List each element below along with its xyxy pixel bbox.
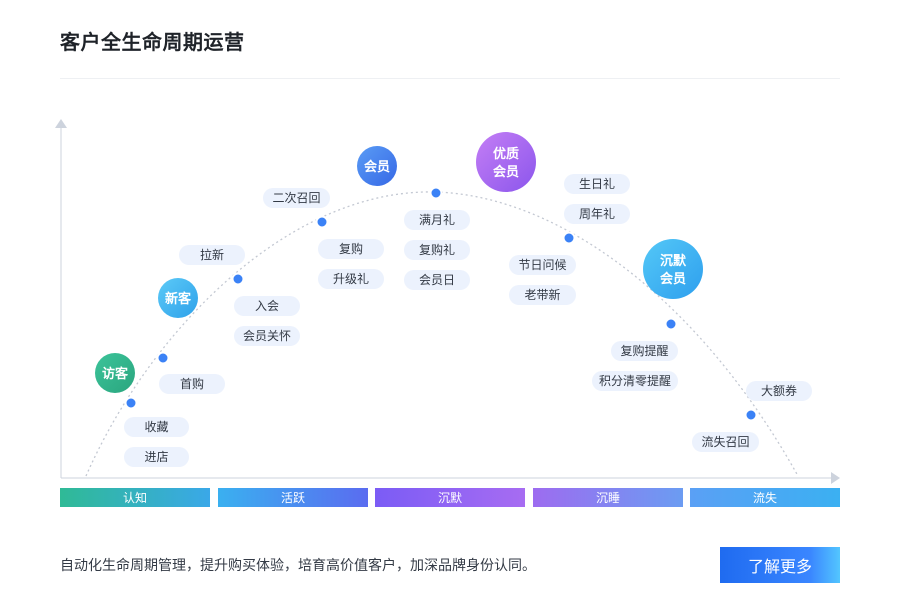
pill-birthday-gift: 生日礼: [564, 174, 630, 194]
curve-dot: [562, 231, 576, 245]
pill-holiday-greeting: 节日问候: [509, 255, 576, 275]
footer-description: 自动化生命周期管理，提升购买体验，培育高价值客户，加深品牌身份认同。: [60, 558, 536, 574]
stage-label: 认知: [123, 491, 147, 505]
pill-repurchase-label: 复购: [339, 241, 363, 256]
pill-repurchase: 复购: [318, 239, 384, 259]
x-axis-arrow: [831, 472, 840, 484]
pill-repurchase-gift-label: 复购礼: [419, 242, 455, 257]
pill-join: 入会: [234, 296, 300, 316]
pill-first-purchase: 首购: [159, 374, 225, 394]
bubble-silent-member: 沉默 会员: [643, 239, 703, 299]
curve-dot: [664, 317, 678, 331]
pill-visit-store: 进店: [124, 447, 189, 467]
pill-anniversary-gift-label: 周年礼: [579, 206, 615, 221]
stage-segment: 活跃: [218, 488, 368, 507]
lifecycle-diagram: 访客 新客 会员 优质 会员 沉默 会员 收藏 进店 首购 拉新 入会 会员: [55, 119, 840, 507]
page-title: 客户全生命周期运营: [60, 30, 245, 54]
lifecycle-curve: [85, 191, 799, 477]
curve-dots: [124, 186, 758, 422]
bubble-new-customer-label: 新客: [165, 291, 192, 307]
stage-label: 沉睡: [596, 491, 620, 505]
pill-favorite: 收藏: [124, 417, 189, 437]
pill-favorite-label: 收藏: [144, 420, 168, 434]
pill-big-coupon-label: 大额券: [761, 383, 797, 398]
stage-segment: 沉默: [375, 488, 525, 507]
stage-bar: 认知 活跃 沉默 沉睡 流失: [60, 488, 840, 507]
pill-pull-new-label: 拉新: [200, 247, 224, 262]
pill-second-recall-label: 二次召回: [272, 191, 320, 205]
bubble-quality-member-line2: 会员: [493, 164, 519, 180]
pill-join-label: 入会: [255, 299, 279, 313]
stage-label: 沉默: [438, 490, 462, 505]
pill-churn-recall-label: 流失召回: [701, 434, 749, 449]
pill-upgrade-gift: 升级礼: [318, 269, 384, 289]
stage-segment: 沉睡: [533, 488, 683, 507]
pill-anniversary-gift: 周年礼: [564, 204, 630, 224]
curve-dot: [315, 215, 329, 229]
stage-segment: 认知: [60, 488, 210, 507]
y-axis-arrow: [55, 119, 67, 128]
pill-points-reminder-label: 积分清零提醒: [599, 373, 671, 388]
pill-member-day: 会员日: [404, 270, 470, 290]
curve-dot: [231, 272, 245, 286]
bubble-quality-member-line1: 优质: [493, 146, 519, 162]
bubble-new-customer: 新客: [158, 278, 198, 318]
pill-repurchase-reminder-label: 复购提醒: [620, 343, 668, 358]
pill-old-brings-new-label: 老带新: [524, 287, 560, 302]
curve-dot: [156, 351, 170, 365]
stage-label: 活跃: [281, 491, 305, 505]
pill-repurchase-gift: 复购礼: [404, 240, 470, 260]
bubble-visitor: 访客: [95, 353, 135, 393]
pill-birthday-gift-label: 生日礼: [579, 176, 615, 191]
pill-points-reminder: 积分清零提醒: [592, 371, 678, 391]
bubble-silent-member-line2: 会员: [660, 271, 686, 287]
pill-member-day-label: 会员日: [419, 273, 455, 287]
pill-full-month-gift: 满月礼: [404, 210, 470, 230]
header-divider: [60, 78, 840, 79]
curve-dot: [744, 408, 758, 422]
pill-old-brings-new: 老带新: [509, 285, 576, 305]
pill-churn-recall: 流失召回: [692, 432, 759, 452]
bubble-quality-member: 优质 会员: [476, 132, 536, 192]
pill-member-care-label: 会员关怀: [243, 329, 291, 343]
pill-big-coupon: 大额券: [746, 381, 812, 401]
pill-first-purchase-label: 首购: [180, 376, 204, 391]
pill-repurchase-reminder: 复购提醒: [611, 341, 678, 361]
bubble-member-label: 会员: [364, 159, 390, 175]
learn-more-button[interactable]: 了解更多: [720, 547, 840, 583]
pill-second-recall: 二次召回: [263, 188, 330, 208]
pill-full-month-gift-label: 满月礼: [419, 212, 455, 227]
curve-dot: [429, 186, 443, 200]
curve-dot: [124, 396, 138, 410]
pill-pull-new: 拉新: [179, 245, 245, 265]
pill-upgrade-gift-label: 升级礼: [333, 271, 369, 286]
bubble-visitor-label: 访客: [102, 366, 129, 382]
pill-holiday-greeting-label: 节日问候: [518, 258, 566, 272]
pill-member-care: 会员关怀: [234, 326, 300, 346]
stage-label: 流失: [753, 490, 777, 505]
bubble-silent-member-line1: 沉默: [660, 253, 687, 269]
bubble-member: 会员: [357, 146, 397, 186]
stage-segment: 流失: [690, 488, 840, 507]
pill-visit-store-label: 进店: [144, 450, 168, 464]
